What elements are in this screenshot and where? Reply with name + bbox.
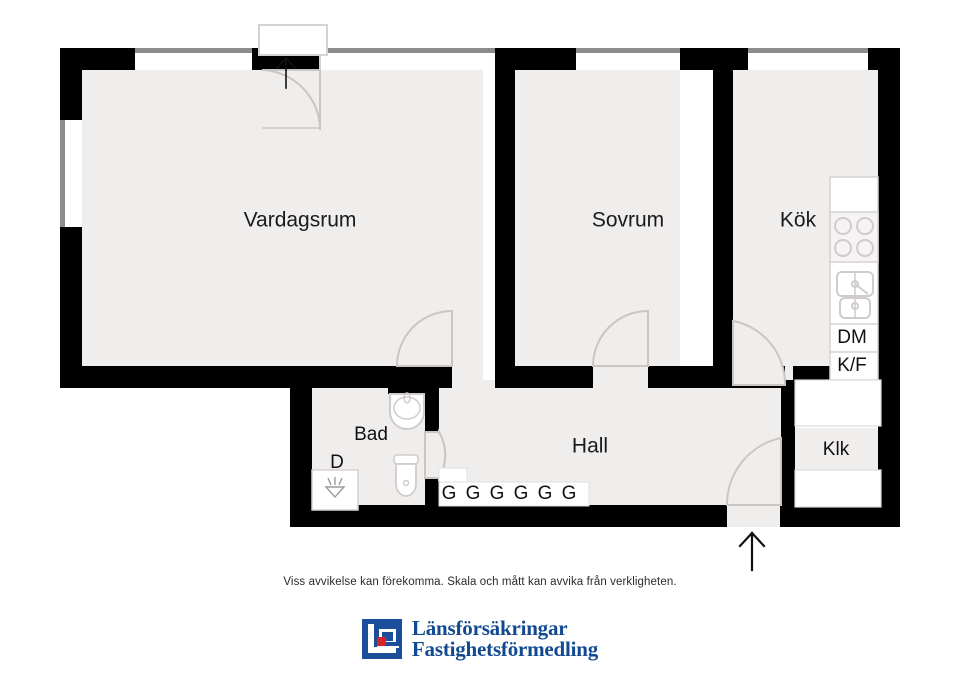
wall-left-lower xyxy=(60,227,82,388)
wall-bath-left xyxy=(290,366,312,527)
klk-shelf-top xyxy=(794,379,882,427)
lansforsakringar-logo-icon xyxy=(361,619,402,659)
room-label-vardagsrum: Vardagsrum xyxy=(244,209,357,232)
window-line-top-2 xyxy=(320,48,508,53)
label-floor-drain: D xyxy=(330,452,344,473)
kitchen-sink-spout xyxy=(854,283,869,295)
window-line-top-3 xyxy=(576,48,680,53)
toilet-flush xyxy=(402,479,410,487)
wall-living-bedroom xyxy=(495,48,515,388)
window-line-top-4 xyxy=(748,48,868,53)
main-entrance-arrow xyxy=(738,531,766,572)
wall-left-upper xyxy=(60,48,82,120)
fixture-labels: DM K/F D xyxy=(330,327,867,473)
wall-bedroom-kitchen xyxy=(713,48,733,388)
room-label-bad: Bad xyxy=(354,424,388,445)
room-label-sovrum: Sovrum xyxy=(592,209,664,232)
wall-right xyxy=(878,48,900,527)
toilet-cistern xyxy=(393,454,419,465)
wardrobe-g-6: G xyxy=(562,483,577,504)
window-line-left xyxy=(60,120,65,227)
bath-cabinet xyxy=(438,467,468,483)
door-balcony xyxy=(261,69,321,131)
room-label-klk: Klk xyxy=(823,439,850,460)
floor-klk-band xyxy=(793,428,883,470)
door-vardagsrum xyxy=(395,309,453,367)
floor-drain-icon xyxy=(324,477,346,499)
kitchen-fixtures xyxy=(829,176,879,381)
balcony-door-arrow xyxy=(275,56,297,89)
room-labels: Vardagsrum Sovrum Kök Bad Hall Klk xyxy=(244,209,850,460)
wall-bath-right-lower xyxy=(425,478,439,510)
wardrobe-g-2: G xyxy=(466,483,481,504)
brand-logo: Länsförsäkringar Fastighetsförmedling xyxy=(0,618,960,660)
stove-burner-4 xyxy=(856,239,874,257)
wardrobe-labels: G G G G G G xyxy=(442,483,577,504)
label-dishwasher: DM xyxy=(837,327,867,348)
doors xyxy=(261,69,787,506)
window-left xyxy=(65,120,82,227)
wardrobe-g-1: G xyxy=(442,483,457,504)
room-label-hall: Hall xyxy=(572,435,608,458)
wall-bottom-living xyxy=(60,366,312,388)
wall-bottom-lower-left xyxy=(290,505,727,527)
exterior-walls xyxy=(60,48,900,527)
window-top-1 xyxy=(135,53,252,70)
stove-burner-1 xyxy=(834,217,852,235)
floor-fills xyxy=(80,70,883,527)
floor-sovrum xyxy=(515,70,680,380)
door-kok xyxy=(732,319,787,386)
kitchen-faucet xyxy=(851,280,859,288)
window-openings xyxy=(65,53,868,227)
floor-drain-niche xyxy=(311,469,359,511)
wall-top-seg-mid xyxy=(508,48,576,70)
wall-bedroom-hall-2 xyxy=(648,366,733,388)
hall-wardrobe-band xyxy=(438,481,590,507)
window-top-3 xyxy=(748,53,868,70)
stove-burner-3 xyxy=(834,239,852,257)
kitchen-drain xyxy=(851,302,859,310)
brand-line-1: Länsförsäkringar xyxy=(411,616,568,640)
window-line-top-1 xyxy=(135,48,252,53)
floor-entrance-step xyxy=(727,505,780,527)
door-entrance xyxy=(725,436,782,506)
wall-bedroom-hall xyxy=(515,366,593,388)
wall-klk-left xyxy=(781,380,795,527)
logo-mark-svg xyxy=(361,619,402,659)
window-top-2 xyxy=(576,53,680,70)
entry-arrows xyxy=(275,56,766,572)
wall-bath-top xyxy=(388,380,439,394)
brand-line-2: Fastighetsförmedling xyxy=(411,637,599,661)
bath-sink-tap xyxy=(403,392,411,404)
bathroom-fixtures xyxy=(311,392,425,511)
wall-bottom-lower-right xyxy=(780,505,900,527)
brand-wordmark: Länsförsäkringar Fastighetsförmedling xyxy=(412,618,598,660)
door-sovrum xyxy=(591,309,649,367)
stove-burner-2 xyxy=(856,217,874,235)
wardrobe-g-3: G xyxy=(490,483,505,504)
label-fridge-freezer: K/F xyxy=(837,355,867,376)
room-label-kok: Kök xyxy=(780,209,817,232)
wardrobe-g-4: G xyxy=(514,483,529,504)
bath-sink-bowl xyxy=(393,396,421,420)
wardrobe-g-5: G xyxy=(538,483,553,504)
disclaimer-text: Viss avvikelse kan förekomma. Skala och … xyxy=(283,576,677,588)
klk-shelf-bottom xyxy=(794,469,882,508)
storage-fixtures xyxy=(438,379,882,508)
